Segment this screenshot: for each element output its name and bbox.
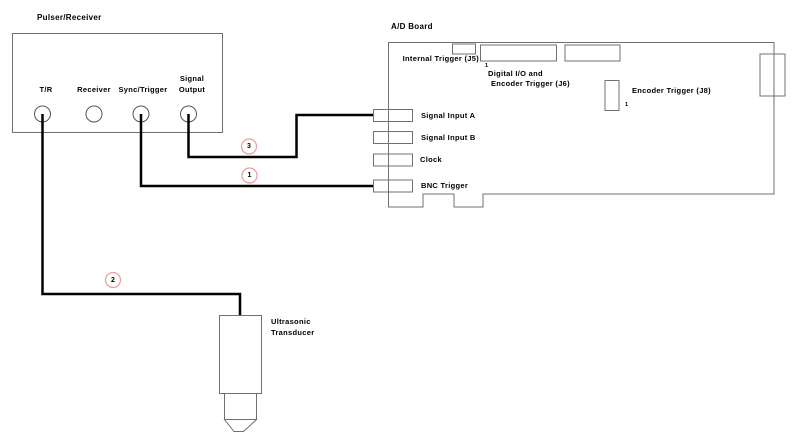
bnc-trigger-label: BNC Trigger bbox=[421, 181, 469, 190]
cable-3-output-to-input-a bbox=[187, 113, 374, 159]
j5-connector bbox=[452, 43, 476, 55]
aux-top-connector bbox=[564, 44, 621, 62]
transducer-tip bbox=[223, 419, 258, 432]
digital-io-superscript: 1 bbox=[485, 63, 489, 69]
digital-io-label-line2: Encoder Trigger (J6) bbox=[491, 79, 570, 88]
cable-1-marker-number: 1 bbox=[247, 172, 252, 179]
ad-board-title: A/D Board bbox=[391, 22, 433, 31]
internal-trigger-label: Internal Trigger (J5) bbox=[402, 54, 479, 63]
signal-input-a-connector bbox=[373, 109, 413, 122]
marker-circle-3 bbox=[240, 138, 258, 155]
j6-connector bbox=[480, 44, 557, 62]
clock-connector bbox=[373, 153, 413, 167]
marker-circle-2 bbox=[104, 271, 122, 289]
encoder-trigger-superscript: 1 bbox=[625, 102, 629, 108]
signal-input-a-label: Signal Input A bbox=[421, 111, 476, 120]
bracket-connector bbox=[759, 53, 786, 97]
cable-2-tr-to-transducer bbox=[41, 114, 242, 316]
signal-output-label: Signal Output bbox=[178, 74, 206, 94]
transducer-neck bbox=[224, 393, 257, 420]
signal-input-b-label: Signal Input B bbox=[421, 133, 476, 142]
receiver-label: Receiver bbox=[77, 85, 111, 94]
signal-input-b-connector bbox=[373, 131, 413, 144]
pulser-title: Pulser/Receiver bbox=[37, 13, 102, 22]
bnc-trigger-connector bbox=[373, 179, 413, 193]
marker-circle-1 bbox=[241, 167, 258, 184]
tr-label: T/R bbox=[39, 85, 53, 94]
encoder-trigger-j8-label: Encoder Trigger (J8) bbox=[632, 86, 711, 95]
cable-1-sync-to-bnc bbox=[139, 114, 374, 188]
receiver-jack bbox=[85, 105, 103, 123]
digital-io-label-line1: Digital I/O and bbox=[488, 69, 543, 78]
sync-trigger-label: Sync/Trigger bbox=[118, 85, 168, 94]
transducer-label: Ultrasonic Transducer bbox=[271, 317, 315, 337]
j8-connector bbox=[604, 80, 620, 111]
ad-board-outline bbox=[388, 42, 775, 208]
transducer-body bbox=[219, 315, 262, 394]
cable-3-marker-number: 3 bbox=[247, 143, 251, 150]
clock-label: Clock bbox=[420, 155, 442, 164]
pulser-box bbox=[12, 33, 223, 133]
cable-2-marker-number: 2 bbox=[111, 276, 115, 284]
